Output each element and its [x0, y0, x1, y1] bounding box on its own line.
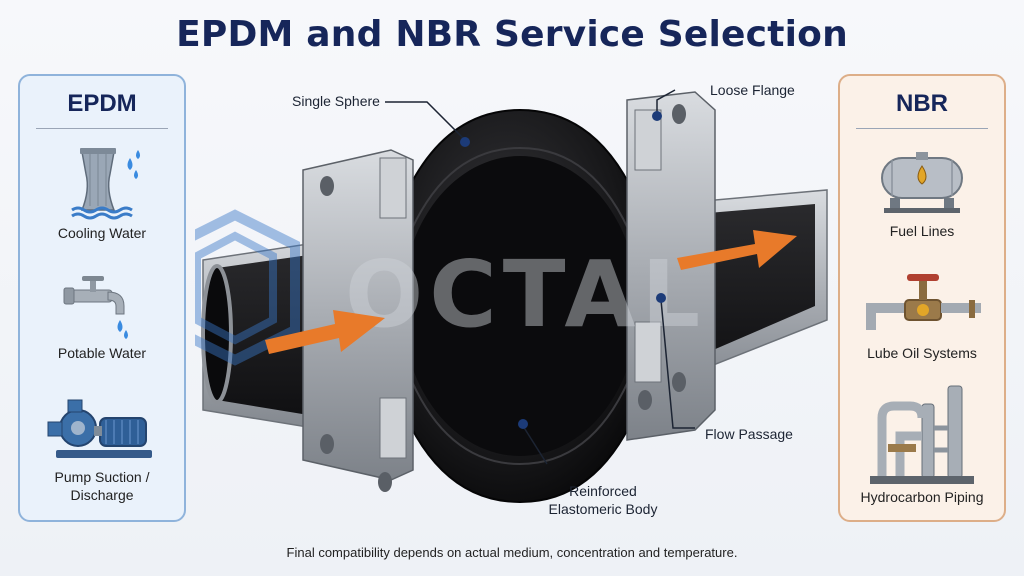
octal-watermark: OCTAL: [195, 209, 706, 366]
nbr-item-hydrocarbon: Hydrocarbon Piping: [840, 378, 1004, 506]
footnote: Final compatibility depends on actual me…: [286, 545, 738, 560]
item-label: Lube Oil Systems: [867, 345, 977, 361]
item-label: Potable Water: [57, 345, 147, 361]
epdm-panel: EPDM Cooling Water Potable Water: [18, 74, 186, 522]
epdm-divider: [36, 128, 168, 129]
callout-dots: [460, 111, 666, 429]
nbr-divider: [856, 128, 988, 129]
epdm-item-potable-water: Potable Water: [20, 264, 184, 362]
right-flange: [626, 91, 716, 441]
pump-icon: [47, 399, 152, 458]
epdm-item-cooling-water: Cooling Water: [20, 144, 184, 242]
nbr-heading: NBR: [896, 90, 948, 117]
item-label: Hydrocarbon Piping: [860, 489, 984, 505]
epdm-item-pump: Pump Suction / Discharge: [20, 388, 184, 504]
callout-elastomeric-body: Reinforced Elastomeric Body: [540, 482, 666, 518]
item-label: Pump Suction /: [54, 469, 150, 485]
nbr-panel: NBR Fuel Lines Lube Oil Systems: [838, 74, 1006, 522]
rubber-sphere: [394, 108, 646, 504]
faucet-icon: [63, 276, 128, 339]
callout-leaders: [385, 89, 695, 465]
callout-single-sphere: Single Sphere: [292, 93, 380, 109]
callout-loose-flange: Loose Flange: [710, 82, 795, 98]
watermark-text: OCTAL: [345, 241, 706, 348]
item-label-line2: Discharge: [70, 487, 134, 503]
callout-flow-passage: Flow Passage: [705, 426, 793, 442]
callout-body-line1: Reinforced: [569, 483, 637, 499]
flow-arrow-in: [265, 310, 385, 354]
nbr-item-lube-oil: Lube Oil Systems: [840, 266, 1004, 362]
expansion-joint-diagram: OCTAL: [195, 89, 828, 504]
nbr-item-fuel-lines: Fuel Lines: [840, 146, 1004, 240]
page-title: EPDM and NBR Service Selection: [176, 14, 848, 55]
flow-arrow-out: [677, 230, 797, 270]
item-label: Fuel Lines: [889, 223, 955, 239]
refinery-icon: [870, 385, 974, 484]
fuel-tank-icon: [881, 152, 963, 213]
callout-body-line2: Elastomeric Body: [548, 501, 658, 517]
item-label: Cooling Water: [57, 225, 147, 241]
valve-pipe-icon: [866, 274, 981, 330]
epdm-heading: EPDM: [67, 90, 137, 117]
cooling-tower-icon: [71, 148, 140, 220]
